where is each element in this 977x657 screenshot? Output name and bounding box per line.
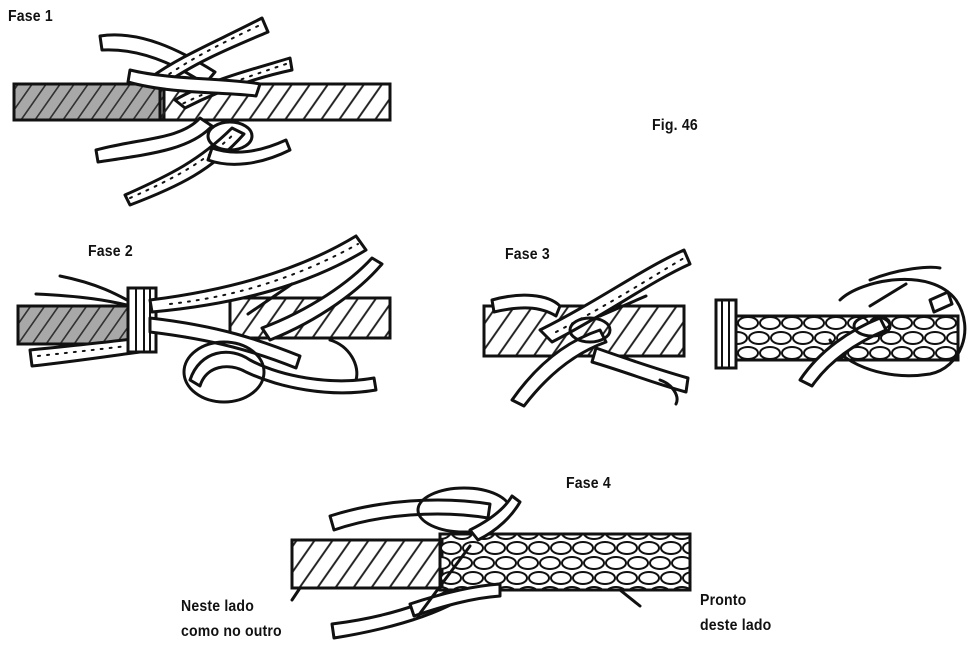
fase2-illustration (18, 236, 390, 402)
fase4-strand-top (330, 500, 490, 530)
fase3-illustration-left (484, 250, 690, 406)
fase4-rope-braid (440, 534, 690, 590)
stage-label-fase2: Fase 2 (88, 243, 133, 261)
fase1-illustration (14, 18, 390, 205)
stage-label-fase3: Fase 3 (505, 246, 550, 264)
fase4-rope-left (292, 540, 442, 588)
fase4-illustration (292, 488, 690, 638)
figure-number-label: Fig. 46 (652, 117, 698, 135)
stage-label-fase4: Fase 4 (566, 475, 611, 493)
fase1-strand-5 (96, 118, 212, 162)
fase3-illustration-right (716, 267, 965, 386)
fase1-rope-left (14, 84, 164, 120)
stage-label-fase1: Fase 1 (8, 8, 53, 26)
note-left-line2: como no outro (181, 623, 282, 641)
note-right-line2: deste lado (700, 617, 771, 635)
note-left-line1: Neste lado (181, 598, 254, 616)
fase2-rope-left (18, 306, 138, 344)
note-right-line1: Pronto (700, 592, 746, 610)
